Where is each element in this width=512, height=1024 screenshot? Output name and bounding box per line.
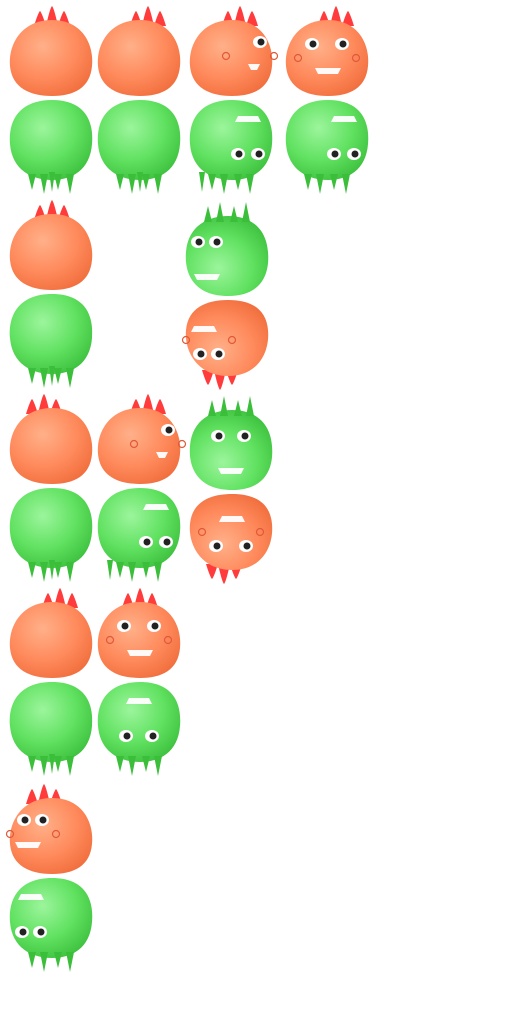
- dino-body: [285, 100, 369, 194]
- sprite-frame: [280, 4, 376, 198]
- dino-body: [9, 488, 93, 582]
- dino-body: [97, 488, 181, 582]
- dino-head: [9, 394, 93, 484]
- dino-head: [9, 6, 93, 96]
- dino-head: [285, 6, 369, 96]
- dino-head: [97, 588, 181, 678]
- dino-body: [9, 878, 93, 972]
- sprite-frame: [4, 782, 100, 976]
- dino-body: [9, 682, 93, 776]
- sprite-frame: [184, 392, 280, 586]
- dino-body: [185, 202, 269, 296]
- sprite-frame: [92, 586, 188, 780]
- sprite-frame: [184, 4, 280, 198]
- dino-head: [9, 200, 93, 290]
- dino-head: [5, 784, 93, 874]
- sprite-frame: [92, 4, 188, 198]
- dino-body: [9, 100, 93, 194]
- dino-head: [97, 394, 187, 484]
- dino-body: [97, 682, 181, 776]
- dino-body: [189, 100, 273, 194]
- dino-head: [189, 6, 279, 96]
- dino-head: [9, 588, 93, 678]
- sprite-frame: [92, 392, 188, 586]
- dino-head: [189, 494, 273, 584]
- sprite-frame: [4, 586, 100, 780]
- sprite-frame: [4, 392, 100, 586]
- dino-body: [9, 294, 93, 388]
- sprite-frame: [180, 198, 276, 392]
- dino-body: [97, 100, 181, 194]
- sprite-frame: [4, 198, 100, 392]
- dino-head: [181, 300, 269, 390]
- dino-head: [97, 6, 181, 96]
- sprite-frame: [4, 4, 100, 198]
- dino-body: [189, 396, 273, 490]
